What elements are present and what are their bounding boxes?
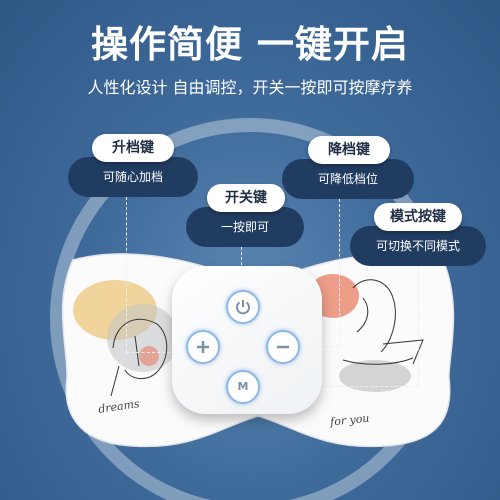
mode-icon: M: [237, 380, 249, 393]
power-key-label: 开关键: [207, 184, 285, 212]
plus-icon: [197, 341, 209, 353]
minus-icon: [277, 345, 289, 349]
leader-line-mode-h: [256, 386, 418, 387]
leader-line-decrease: [339, 199, 340, 346]
decrease-key-desc: 可降低档位: [282, 159, 414, 199]
power-key-desc: 一按即可: [186, 207, 304, 247]
mode-button[interactable]: M: [226, 370, 260, 404]
leader-line-mode: [418, 266, 419, 386]
power-icon: [236, 300, 250, 315]
subheadline: 人性化设计 自由调控，开关一按即可按摩疗养: [87, 78, 413, 97]
increase-key-label: 升档键: [92, 134, 174, 162]
power-button[interactable]: [226, 290, 260, 324]
leader-line-increase: [126, 197, 127, 352]
mode-key-label: 模式按键: [374, 203, 462, 231]
leader-line-increase-h: [126, 352, 186, 353]
headline: 操作简便 一键开启: [91, 23, 409, 66]
increase-button[interactable]: [186, 330, 220, 364]
increase-key-desc: 可随心加档: [68, 157, 198, 197]
decrease-key-label: 降档键: [308, 136, 390, 164]
mode-key-desc: 可切换不同模式: [350, 226, 486, 266]
decrease-button[interactable]: [266, 330, 300, 364]
